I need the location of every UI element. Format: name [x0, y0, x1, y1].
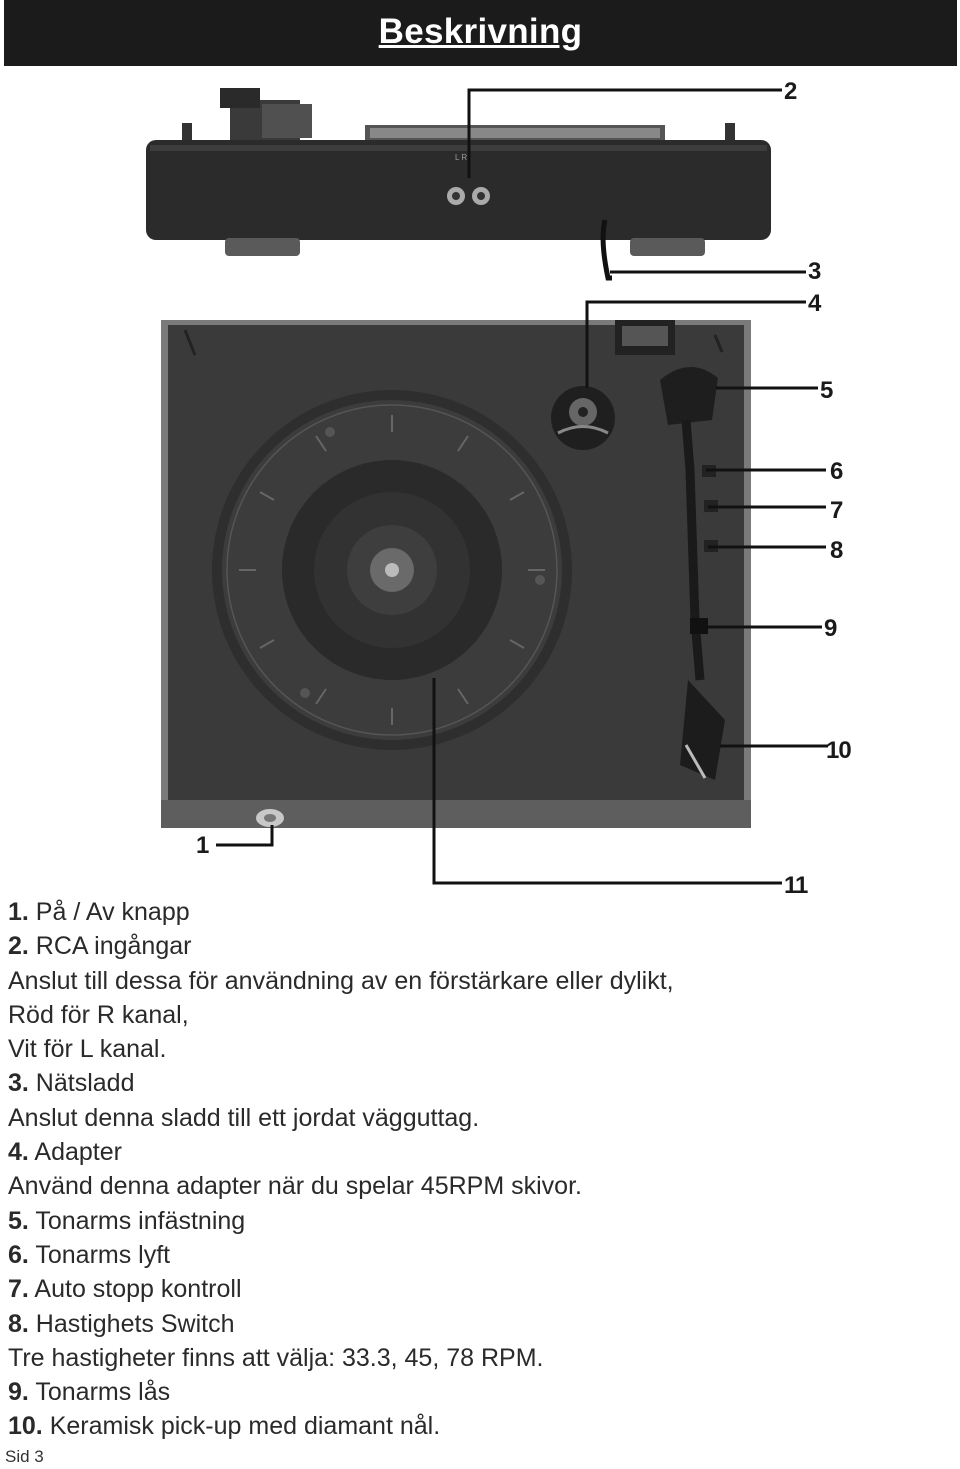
description-line: Använd denna adapter när du spelar 45RPM…: [8, 1169, 948, 1203]
description-line: 2. RCA ingångar: [8, 929, 948, 963]
description-line: Röd för R kanal,: [8, 998, 948, 1032]
callout-2: 2: [784, 78, 796, 106]
rear-view: L R: [146, 88, 771, 278]
turntable-illustration: L R: [0, 70, 960, 900]
tonearm-base: [660, 367, 718, 425]
top-view: [161, 320, 751, 828]
callout-7: 7: [830, 497, 842, 525]
description-line: 3. Nätsladd: [8, 1066, 948, 1100]
description-line: 5. Tonarms infästning: [8, 1204, 948, 1238]
description-line: 10. Keramisk pick-up med diamant nål.: [8, 1409, 948, 1443]
spindle: [385, 563, 399, 577]
description-line: Tre hastigheter finns att välja: 33.3, 4…: [8, 1341, 948, 1375]
description-list: 1. På / Av knapp 2. RCA ingångar Anslut …: [8, 895, 948, 1444]
page-title: Beskrivning: [4, 12, 957, 52]
callout-10: 10: [826, 737, 851, 765]
page-number: Sid 3: [5, 1447, 44, 1467]
callout-3: 3: [808, 258, 820, 286]
description-line: 9. Tonarms lås: [8, 1375, 948, 1409]
description-line: Anslut denna sladd till ett jordat väggu…: [8, 1101, 948, 1135]
description-line: 8. Hastighets Switch: [8, 1307, 948, 1341]
description-line: Anslut till dessa för användning av en f…: [8, 964, 948, 998]
callout-5: 5: [820, 377, 832, 405]
callout-8: 8: [830, 537, 842, 565]
callout-4: 4: [808, 290, 820, 318]
description-line: 1. På / Av knapp: [8, 895, 948, 929]
callout-6: 6: [830, 458, 842, 486]
description-line: 4. Adapter: [8, 1135, 948, 1169]
description-line: Vit för L kanal.: [8, 1032, 948, 1066]
svg-text:L R: L R: [455, 153, 467, 162]
turntable-figure: L R: [0, 70, 960, 900]
page-header: Beskrivning: [4, 0, 957, 66]
description-line: 7. Auto stopp kontroll: [8, 1272, 948, 1306]
callout-1: 1: [196, 832, 208, 860]
description-line: 6. Tonarms lyft: [8, 1238, 948, 1272]
callout-9: 9: [824, 615, 836, 643]
